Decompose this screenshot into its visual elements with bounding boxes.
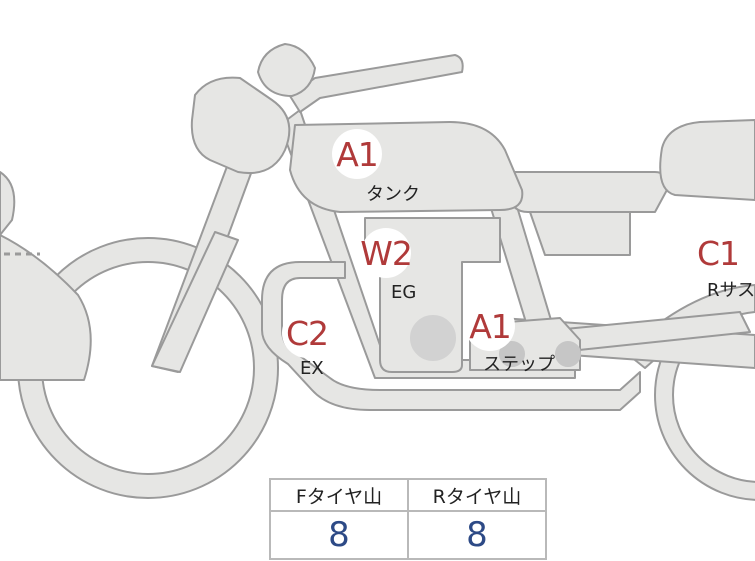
side-cover — [509, 171, 669, 213]
fork-lower — [151, 231, 239, 373]
engine-label: EG — [391, 282, 417, 303]
tank-grade-badge: A1 — [332, 129, 382, 179]
engine-grade-badge: W2 — [360, 228, 413, 278]
footrest-peg-2 — [555, 341, 581, 367]
rear-suspension-label: Rサス — [707, 280, 755, 301]
exhaust-grade-badge: C2 — [282, 308, 332, 358]
front-tire-value: 8 — [269, 510, 409, 560]
footrest-peg — [499, 341, 525, 367]
tank-label: タンク — [366, 184, 420, 205]
handlebar — [289, 54, 464, 113]
front-fender — [0, 234, 92, 381]
front-tire-header: Fタイヤ山 — [269, 478, 409, 512]
engine-cover — [410, 315, 456, 361]
headlight — [190, 76, 291, 174]
exhaust-label: EX — [300, 358, 324, 379]
step-grade-badge: A1 — [465, 301, 515, 351]
front-fender-top — [0, 171, 16, 236]
seat — [659, 119, 755, 201]
battery-box — [529, 211, 631, 256]
step-label: ステップ — [483, 354, 555, 375]
rear-tire-header: Rタイヤ山 — [407, 478, 547, 512]
rear-tire-value: 8 — [407, 510, 547, 560]
meter — [257, 43, 316, 97]
rear-suspension-grade-badge: C1 — [693, 228, 743, 278]
tire-tread-table: Fタイヤ山 Rタイヤ山 8 8 — [269, 478, 547, 560]
